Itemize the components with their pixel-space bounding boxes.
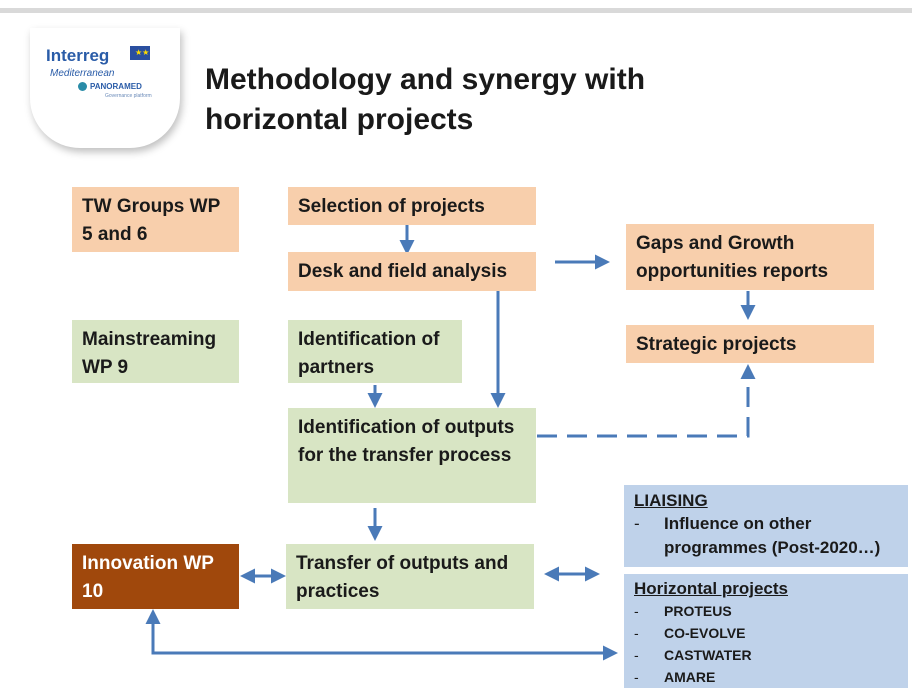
tw-groups-box: TW Groups WP 5 and 6 (72, 187, 239, 252)
governance-platform-text: Governance platform (105, 93, 152, 99)
innovation-box: Innovation WP 10 (72, 544, 239, 609)
title-line-2: horizontal projects (205, 103, 474, 136)
top-divider-bar (0, 8, 912, 13)
horizontal-projects-heading: Horizontal projects (634, 579, 788, 598)
liaising-box: LIAISING -Influence on other programmes … (624, 485, 908, 567)
list-item: -PROTEUS (634, 603, 732, 619)
title-line-1: Methodology and synergy with (205, 63, 646, 96)
list-item: -CASTWATER (634, 647, 752, 663)
desk-field-box: Desk and field analysis (288, 252, 536, 291)
panoramed-icon (78, 82, 87, 91)
selection-box: Selection of projects (288, 187, 536, 225)
transfer-box: Transfer of outputs and practices (286, 544, 534, 609)
arrow-outputs-to-strategic-dashed (537, 364, 756, 438)
gaps-box: Gaps and Growth opportunities reports (626, 224, 874, 290)
list-item: -AMARE (634, 669, 716, 685)
liaising-item: -Influence on other programmes (Post-202… (634, 514, 881, 557)
page-title: Methodology and synergy with horizontal … (205, 60, 725, 140)
mainstreaming-box: Mainstreaming WP 9 (72, 320, 239, 383)
logo-card: Interreg ★★ Mediterranean PANORAMED Gove… (30, 28, 180, 148)
identification-partners-box: Identification of partners (288, 320, 462, 383)
strategic-box: Strategic projects (626, 325, 874, 363)
interreg-logo-text: Interreg (46, 46, 110, 65)
identification-outputs-box: Identification of outputs for the transf… (288, 408, 536, 503)
panoramed-logo-text: PANORAMED (90, 82, 142, 91)
liaising-heading: LIAISING (634, 491, 708, 510)
eu-flag-icon: ★★ (130, 46, 150, 60)
list-item: -CO-EVOLVE (634, 625, 746, 641)
horizontal-projects-box: Horizontal projects -PROTEUS -CO-EVOLVE … (624, 574, 908, 688)
mediterranean-logo-text: Mediterranean (50, 68, 115, 79)
arrow-innovation-horizontal-loop (145, 609, 618, 661)
